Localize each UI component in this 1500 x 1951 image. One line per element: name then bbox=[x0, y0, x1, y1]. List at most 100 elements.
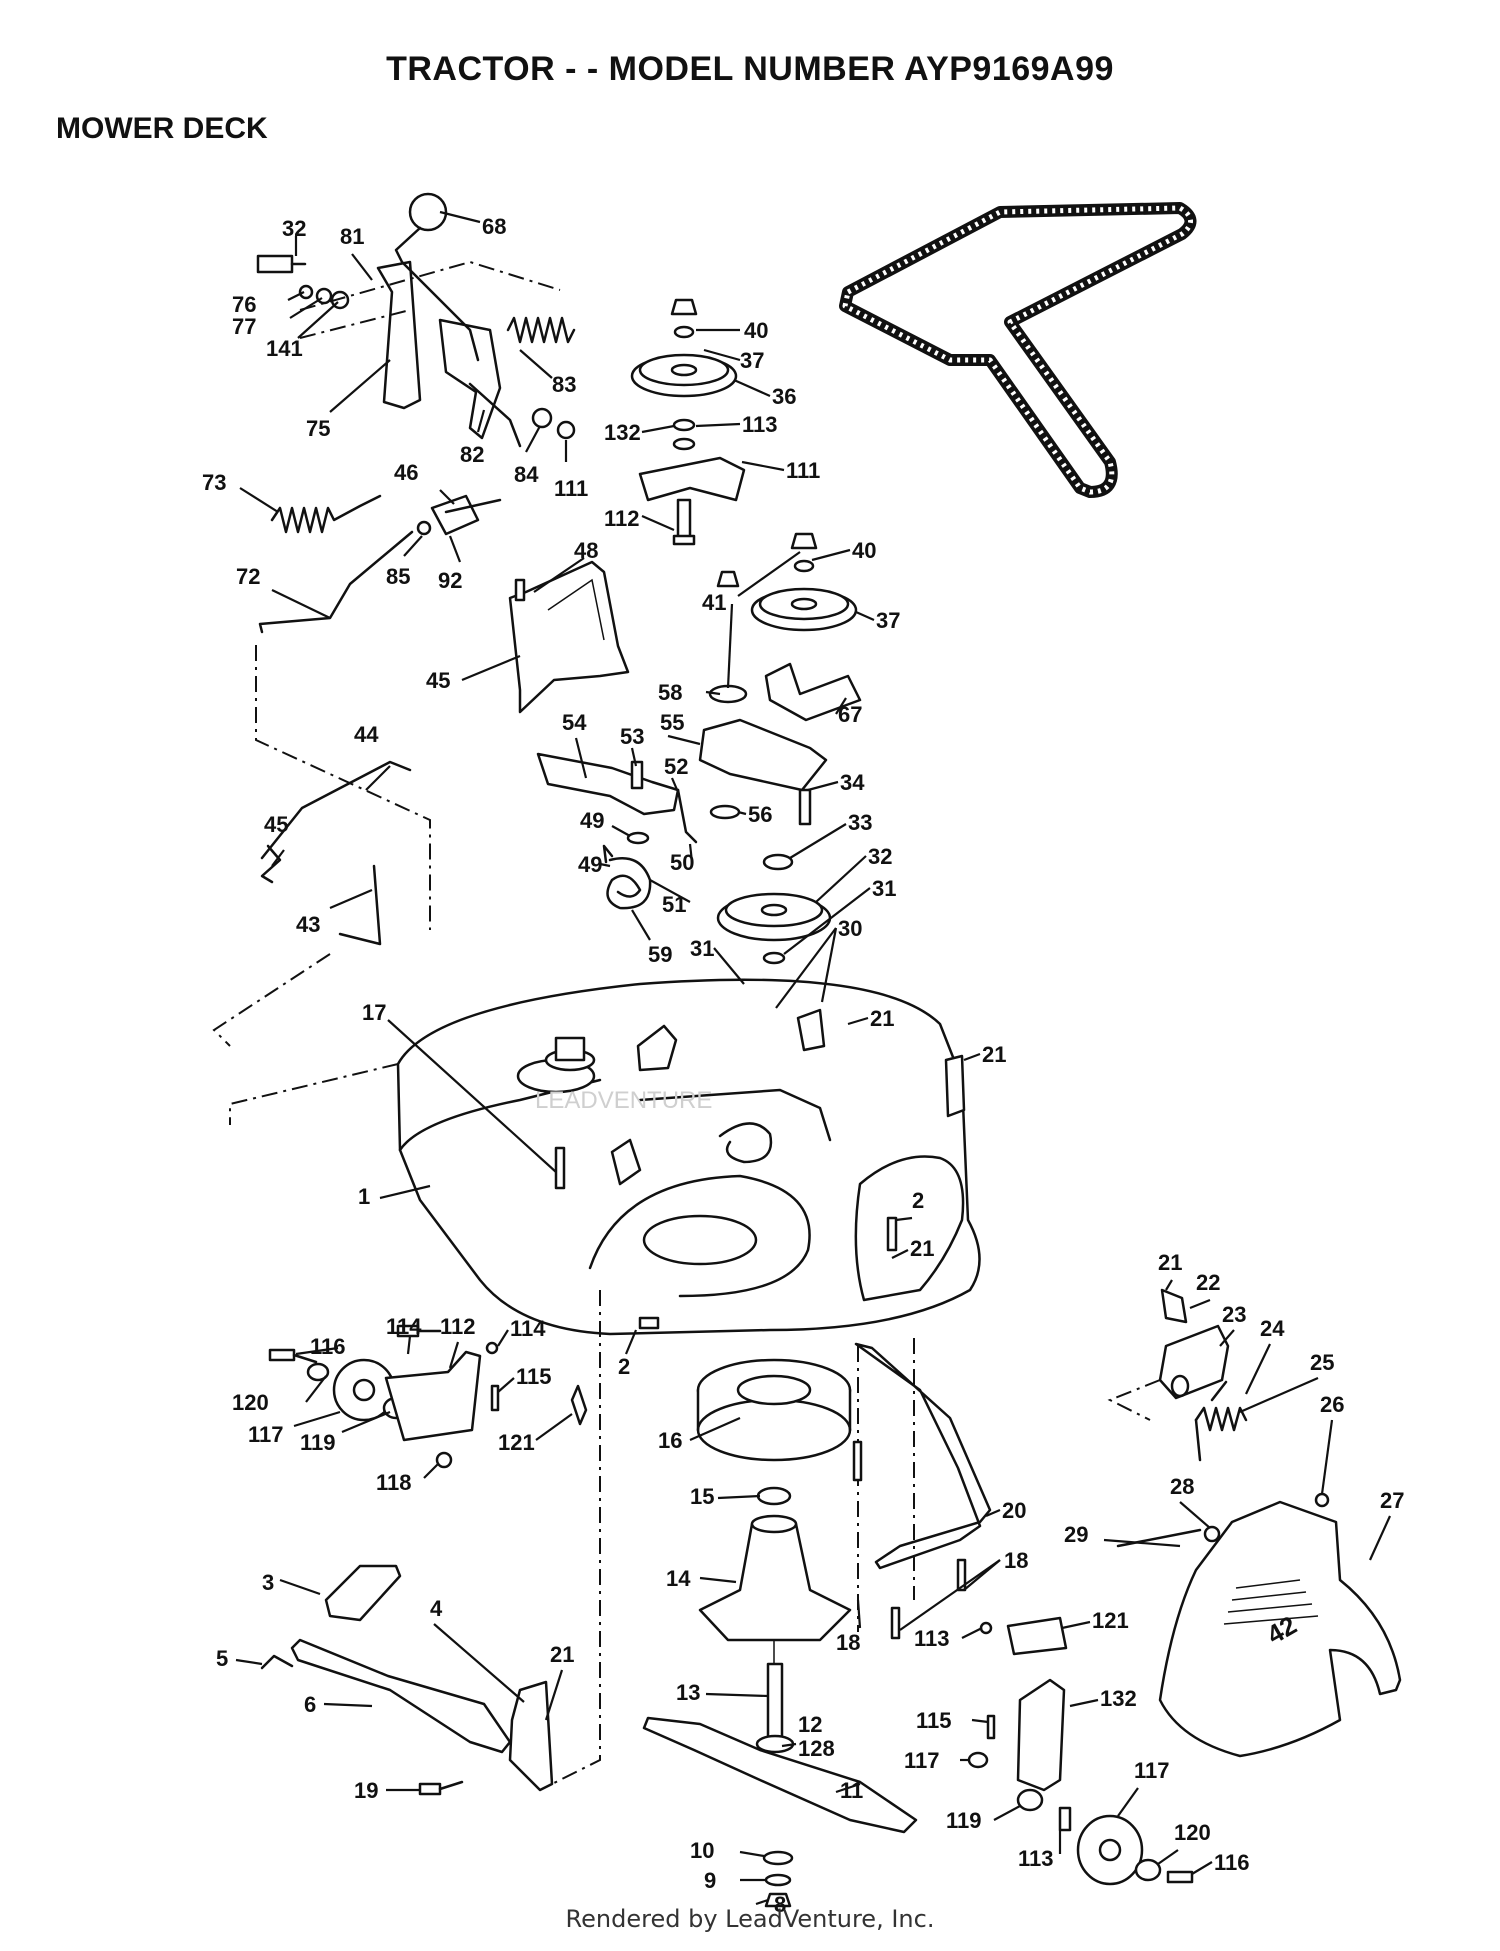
callout-label: 2 bbox=[912, 1188, 924, 1213]
callout-label: 49 bbox=[578, 852, 602, 877]
callout-label: 115 bbox=[916, 1708, 952, 1733]
callout-label: 21 bbox=[982, 1042, 1006, 1067]
callout-label: 28 bbox=[1170, 1474, 1194, 1499]
callout-label: 37 bbox=[740, 348, 764, 373]
callout-label: 17 bbox=[362, 1000, 386, 1025]
callout-label: 41 bbox=[702, 590, 726, 615]
page-title: TRACTOR - - MODEL NUMBER AYP9169A99 bbox=[386, 50, 1114, 88]
callout-label: 77 bbox=[232, 314, 256, 339]
callout-label: 13 bbox=[676, 1680, 700, 1705]
callout-label: 132 bbox=[604, 420, 641, 445]
callout-label: 40 bbox=[852, 538, 876, 563]
callout-label: 121 bbox=[498, 1430, 535, 1455]
callout-label: 46 bbox=[394, 460, 418, 485]
callout-label: 21 bbox=[1158, 1250, 1182, 1275]
callout-label: 8 bbox=[774, 1892, 786, 1917]
callout-label: 24 bbox=[1260, 1316, 1285, 1341]
callout-label: 45 bbox=[264, 812, 288, 837]
callout-label: 11 bbox=[840, 1778, 863, 1803]
callout-label: 12 bbox=[798, 1712, 822, 1737]
callout-label: 85 bbox=[386, 564, 410, 589]
section-title: MOWER DECK bbox=[56, 112, 268, 145]
callout-label: 4 bbox=[430, 1596, 443, 1621]
callout-label: 75 bbox=[306, 416, 330, 441]
drive-belt bbox=[839, 202, 1197, 498]
callout-label: 6 bbox=[304, 1692, 316, 1717]
callout-label: 67 bbox=[838, 702, 862, 727]
callout-label: 21 bbox=[910, 1236, 934, 1261]
callout-label: 32 bbox=[282, 216, 306, 241]
callout-label: 54 bbox=[562, 710, 587, 735]
callout-label: 58 bbox=[658, 680, 682, 705]
callout-label: 113 bbox=[1018, 1846, 1054, 1871]
callout-label: 120 bbox=[232, 1390, 269, 1415]
callout-label: 117 bbox=[1134, 1758, 1170, 1783]
callout-label: 113 bbox=[914, 1626, 950, 1651]
callout-label: 18 bbox=[836, 1630, 860, 1655]
callout-label: 50 bbox=[670, 850, 694, 875]
callout-label: 76 bbox=[232, 292, 256, 317]
callout-label: 115 bbox=[516, 1364, 552, 1389]
callout-label: 34 bbox=[840, 770, 865, 795]
callout-label: 15 bbox=[690, 1484, 714, 1509]
svg-text:LEADVENTURE: LEADVENTURE bbox=[535, 1087, 712, 1114]
callout-label: 5 bbox=[216, 1646, 228, 1671]
callout-label: 84 bbox=[514, 462, 539, 487]
blade-spindle-stack bbox=[642, 1358, 918, 1908]
callout-label: 112 bbox=[604, 506, 640, 531]
callout-label: 51 bbox=[662, 892, 686, 917]
callout-label: 20 bbox=[1002, 1498, 1026, 1523]
callout-label: 45 bbox=[426, 668, 450, 693]
callout-label: 81 bbox=[340, 224, 364, 249]
callout-label: 117 bbox=[904, 1748, 940, 1773]
callout-label: 56 bbox=[748, 802, 772, 827]
callout-label: 29 bbox=[1064, 1522, 1088, 1547]
callout-labels: 32 68 81 76 77 141 75 83 82 84 111 73 46… bbox=[202, 214, 1404, 1917]
callout-label: 111 bbox=[786, 458, 820, 483]
callout-label: 31 bbox=[690, 936, 714, 961]
callout-label: 114 bbox=[510, 1316, 546, 1341]
callout-label: 33 bbox=[848, 810, 872, 835]
leader-lines bbox=[235, 210, 1392, 1906]
callout-label: 128 bbox=[798, 1736, 835, 1761]
callout-label: 119 bbox=[946, 1808, 982, 1833]
callout-label: 118 bbox=[376, 1470, 412, 1495]
callout-label: 121 bbox=[1092, 1608, 1129, 1633]
callout-label: 55 bbox=[660, 710, 684, 735]
callout-label: 52 bbox=[664, 754, 688, 779]
callout-label: 40 bbox=[744, 318, 768, 343]
callout-label: 111 bbox=[554, 476, 588, 501]
gauge-wheel-assembly-right bbox=[967, 1616, 1194, 1886]
callout-label: 9 bbox=[704, 1868, 716, 1893]
callout-label: 73 bbox=[202, 470, 226, 495]
callout-label: 141 bbox=[266, 336, 303, 361]
callout-label: 32 bbox=[868, 844, 892, 869]
callout-label: 31 bbox=[872, 876, 896, 901]
footer-credit: Rendered by LeadVenture, Inc. bbox=[565, 1905, 935, 1933]
callout-label: 43 bbox=[296, 912, 320, 937]
callout-label: 18 bbox=[1004, 1548, 1028, 1573]
callout-label: 83 bbox=[552, 372, 576, 397]
callout-label: 116 bbox=[1214, 1850, 1250, 1875]
callout-label: 82 bbox=[460, 442, 484, 467]
callout-label: 53 bbox=[620, 724, 644, 749]
callout-label: 113 bbox=[742, 412, 778, 437]
callout-label: 23 bbox=[1222, 1302, 1246, 1327]
callout-label: 19 bbox=[354, 1778, 378, 1803]
callout-label: 26 bbox=[1320, 1392, 1344, 1417]
callout-label: 30 bbox=[838, 916, 862, 941]
callout-label: 3 bbox=[262, 1570, 274, 1595]
callout-label: 1 bbox=[358, 1184, 370, 1209]
idler-pulley-stack-upper bbox=[630, 298, 746, 546]
callout-label: 72 bbox=[236, 564, 260, 589]
callout-label: 25 bbox=[1310, 1350, 1334, 1375]
callout-label: 68 bbox=[482, 214, 506, 239]
callout-label: 14 bbox=[666, 1566, 691, 1591]
callout-label: 37 bbox=[876, 608, 900, 633]
lift-lever-assembly bbox=[256, 192, 576, 448]
callout-label: 48 bbox=[574, 538, 598, 563]
callout-label: 21 bbox=[550, 1642, 574, 1667]
gauge-wheel-assembly-left bbox=[268, 1324, 588, 1469]
mower-deck-housing: LEADVENTURE bbox=[396, 978, 981, 1336]
